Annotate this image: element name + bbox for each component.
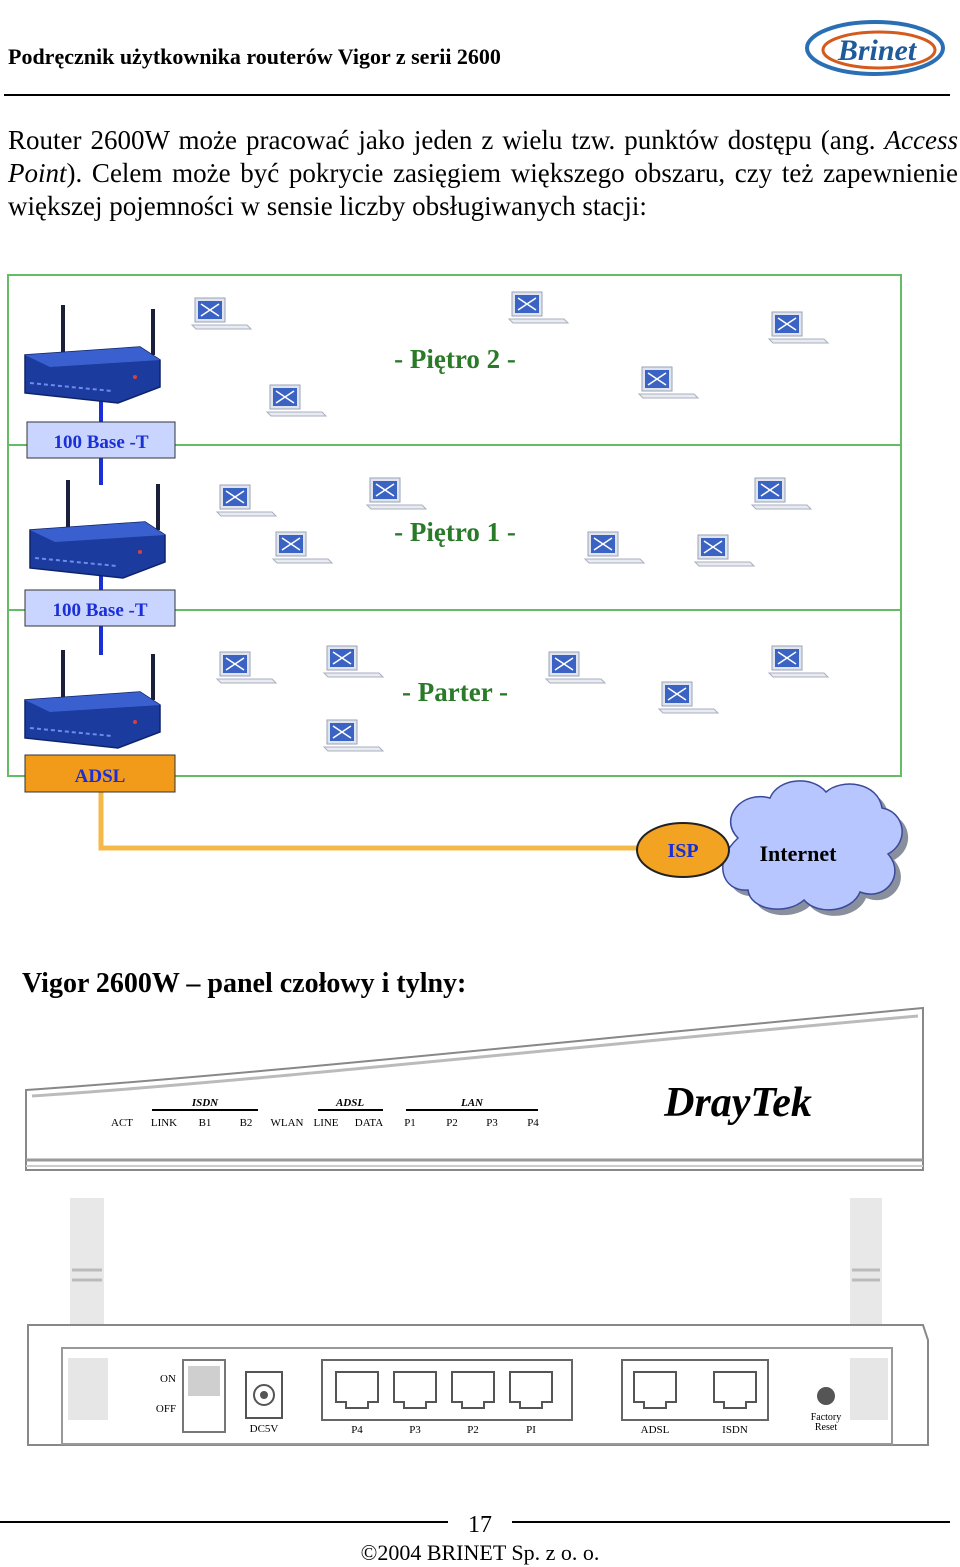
led-b1-label: B1 xyxy=(199,1117,212,1129)
rear-panel-illustration: ON OFF DC5V P4 P3 P2 PI ADSL ISDN Factor… xyxy=(27,1198,929,1446)
copyright-notice: ©2004 BRINET Sp. z o. o. xyxy=(360,1540,600,1565)
logo-text: Brinet xyxy=(837,34,918,67)
link-label-1: 100 Base -T xyxy=(54,432,149,453)
isp-label: ISP xyxy=(667,840,698,862)
adsl-line xyxy=(98,792,640,851)
led-line-label: LINE xyxy=(313,1117,338,1129)
lan-group-label: LAN xyxy=(460,1097,484,1109)
link-label-box-2 xyxy=(24,589,176,627)
led-p1-label: P1 xyxy=(404,1117,416,1129)
dc-power-label: DC5V xyxy=(250,1423,279,1435)
section-title: Vigor 2600W – panel czołowy i tylny: xyxy=(22,968,467,999)
switch-off-label: OFF xyxy=(156,1403,176,1415)
led-p4-label: P4 xyxy=(527,1117,539,1129)
draytek-brand: DrayTek xyxy=(663,1080,812,1126)
floor-2-label: - Piętro 2 - xyxy=(394,344,516,374)
adsl-port xyxy=(633,1371,677,1409)
isp-node xyxy=(636,822,730,878)
led-wlan-label: WLAN xyxy=(271,1117,304,1129)
front-panel-illustration: ISDN ADSL LAN ACT LINK B1 B2 WLAN LINE D… xyxy=(25,1006,924,1171)
adsl-group-label: ADSL xyxy=(335,1097,364,1109)
intro-italic-term: Access Point xyxy=(8,125,958,188)
port-label-p2: P2 xyxy=(467,1424,479,1436)
footer-rule-left xyxy=(0,1521,448,1523)
header-title: Podręcznik użytkownika routerów Vigor z … xyxy=(8,44,501,69)
led-act-label: ACT xyxy=(111,1117,133,1129)
intro-paragraph: Router 2600W może pracować jako jeden z … xyxy=(8,124,958,223)
reset-label-line-1: Factory xyxy=(811,1412,842,1423)
led-link-label: LINK xyxy=(151,1117,177,1129)
intro-text-1: Router 2600W może pracować jako jeden z … xyxy=(8,125,885,155)
internet-cloud: Internet xyxy=(722,780,909,916)
link-label-box-1 xyxy=(26,421,176,459)
factory-reset-button xyxy=(817,1387,835,1405)
ground-floor-zone xyxy=(7,609,902,777)
isdn-group-label: ISDN xyxy=(191,1097,219,1109)
lan-port-p3 xyxy=(393,1371,437,1409)
led-data-label: DATA xyxy=(355,1117,384,1129)
lan-port-p2 xyxy=(451,1371,495,1409)
led-p2-label: P2 xyxy=(446,1117,458,1129)
footer-rule-right xyxy=(512,1521,950,1523)
intro-text-2: ). Celem może być pokrycie zasięgiem wię… xyxy=(8,158,958,221)
port-label-p3: P3 xyxy=(409,1424,421,1436)
switch-on-label: ON xyxy=(160,1373,176,1385)
link-label-2: 100 Base -T xyxy=(53,600,148,621)
reset-label-line-2: Reset xyxy=(815,1422,837,1433)
internet-label: Internet xyxy=(760,841,838,866)
brinet-logo: Brinet xyxy=(805,20,945,76)
header-rule xyxy=(4,94,950,96)
adsl-label: ADSL xyxy=(75,766,126,787)
page-number: 17 xyxy=(468,1512,492,1538)
floor-1-label: - Piętro 1 - xyxy=(394,517,516,547)
port-label-isdn: ISDN xyxy=(722,1424,748,1436)
isdn-port xyxy=(713,1371,757,1409)
port-label-adsl: ADSL xyxy=(641,1424,670,1436)
port-label-p1: PI xyxy=(526,1424,536,1436)
adsl-label-box xyxy=(24,754,176,793)
lan-port-p1 xyxy=(509,1371,553,1409)
ground-floor-label: - Parter - xyxy=(402,677,508,707)
network-diagram: 100 Base -T 100 Base -T ADSL - Piętro 2 … xyxy=(7,274,909,916)
led-b2-label: B2 xyxy=(240,1117,253,1129)
led-p3-label: P3 xyxy=(486,1117,498,1129)
lan-port-p4 xyxy=(335,1371,379,1409)
page-header: Podręcznik użytkownika routerów Vigor z … xyxy=(0,0,960,96)
port-label-p4: P4 xyxy=(351,1424,363,1436)
